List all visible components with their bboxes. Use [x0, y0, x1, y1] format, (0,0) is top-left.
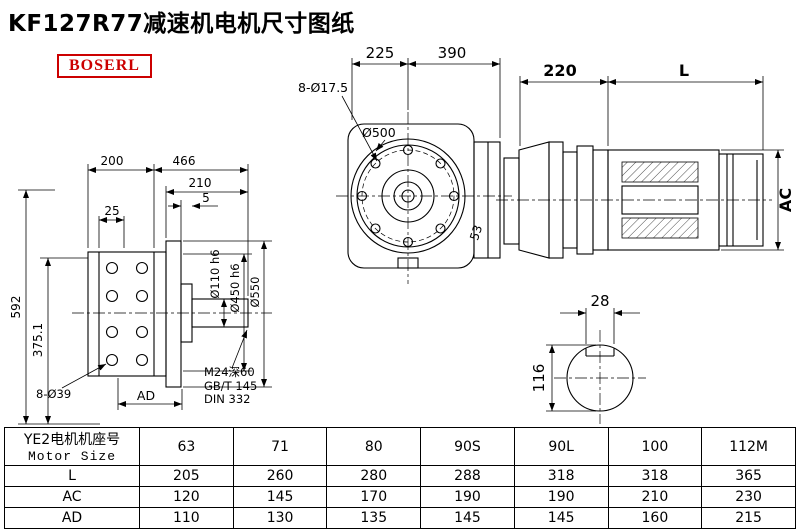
- motor-view: 220 L AC: [496, 61, 795, 259]
- table-row-AD: AD 110 130 135 145 145 160 215: [4, 507, 796, 529]
- dim-label-AC: AC: [776, 188, 795, 212]
- table-header-row: YE2电机机座号 Motor Size 63 71 80 90S 90L 100…: [4, 427, 796, 466]
- note-din332: DIN 332: [204, 392, 250, 406]
- table-cell: 145: [513, 507, 609, 529]
- dim-label-116: 116: [530, 364, 548, 393]
- dim-label-225: 225: [366, 44, 395, 62]
- dim-label-L: L: [679, 61, 689, 80]
- table-cell: 145: [232, 486, 328, 508]
- table-header-motor-size: YE2电机机座号 Motor Size: [4, 427, 140, 466]
- page-title: KF127R77减速机电机尺寸图纸: [8, 11, 355, 37]
- table-row-label: L: [4, 465, 140, 487]
- dim-label-d550: Ø550: [248, 276, 262, 307]
- table-row-AC: AC 120 145 170 190 190 210 230: [4, 486, 796, 508]
- table-cell: 190: [513, 486, 609, 508]
- table-cell: 110: [139, 507, 234, 529]
- table-col-header-112m: 112M: [701, 427, 796, 466]
- table-col-header-80: 80: [326, 427, 422, 466]
- table-col-header-90l: 90L: [513, 427, 609, 466]
- dim-label-375: 375.1: [31, 323, 45, 357]
- dim-label-8xd39: 8-Ø39: [36, 387, 71, 401]
- table-cell: 210: [607, 486, 703, 508]
- table-cell: 130: [232, 507, 328, 529]
- table-row-L: L 205 260 280 288 318 318 365: [4, 465, 796, 487]
- dim-label-AD: AD: [137, 388, 155, 403]
- table-cell: 365: [701, 465, 796, 487]
- table-cell: 318: [607, 465, 703, 487]
- table-col-header-90s: 90S: [420, 427, 515, 466]
- dim-label-390: 390: [438, 44, 467, 62]
- dim-label-8xd17-5: 8-Ø17.5: [298, 80, 348, 95]
- table-col-header-63: 63: [139, 427, 234, 466]
- table-row-label: AC: [4, 486, 140, 508]
- table-cell: 318: [513, 465, 609, 487]
- table-cell: 120: [139, 486, 234, 508]
- table-col-header-100: 100: [607, 427, 703, 466]
- dim-label-5: 5: [202, 191, 210, 205]
- motor-size-table: YE2电机机座号 Motor Size 63 71 80 90S 90L 100…: [4, 427, 796, 529]
- brand-text: BOSERL: [69, 57, 140, 74]
- dim-label-210: 210: [189, 176, 212, 190]
- dim-label-220: 220: [543, 61, 576, 80]
- table-cell: 260: [232, 465, 328, 487]
- table-cell: 170: [326, 486, 422, 508]
- note-m24: M24深60: [204, 365, 255, 379]
- dim-label-25: 25: [104, 204, 119, 218]
- dim-label-d110: Ø110 h6: [208, 249, 222, 298]
- engineering-drawing: 200 466 210 5 25 592 375.1 8-Ø39 AD Ø110…: [9, 44, 795, 425]
- dim-label-d450: Ø450 h6: [228, 263, 242, 312]
- dim-label-466: 466: [173, 154, 196, 168]
- table-cell: 215: [701, 507, 796, 529]
- side-view: 200 466 210 5 25 592 375.1 8-Ø39 AD Ø110…: [9, 154, 272, 425]
- table-cell: 205: [139, 465, 234, 487]
- note-gbt145: GB/T 145: [204, 379, 257, 393]
- dim-label-d500: Ø500: [362, 125, 396, 140]
- brand-logo: BOSERL: [57, 54, 152, 78]
- table-cell: 135: [326, 507, 422, 529]
- table-cell: 288: [420, 465, 515, 487]
- shaft-section-view: 28 116: [530, 292, 646, 424]
- table-cell: 230: [701, 486, 796, 508]
- dim-label-200: 200: [101, 154, 124, 168]
- dim-label-53: 53: [467, 223, 485, 242]
- dim-label-592: 592: [9, 296, 23, 319]
- table-cell: 160: [607, 507, 703, 529]
- table-cell: 145: [420, 507, 515, 529]
- table-col-header-71: 71: [232, 427, 328, 466]
- table-cell: 190: [420, 486, 515, 508]
- front-view: 225 390 8-Ø17.5 Ø500 53: [298, 44, 512, 284]
- table-cell: 280: [326, 465, 422, 487]
- dim-label-28: 28: [590, 292, 609, 310]
- table-row-label: AD: [4, 507, 140, 529]
- table-header-cn: YE2电机机座号: [23, 432, 121, 448]
- table-header-en: Motor Size: [27, 449, 116, 464]
